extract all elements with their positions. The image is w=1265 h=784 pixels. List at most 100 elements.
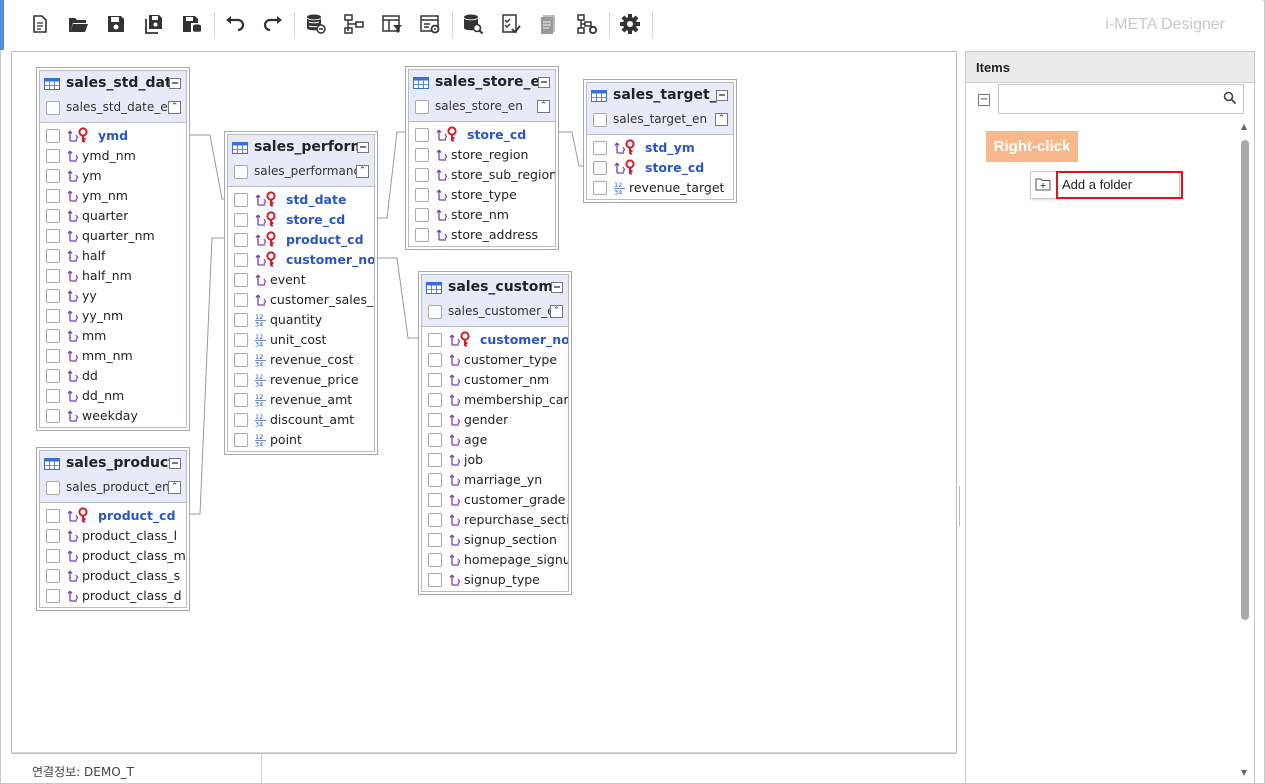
collapse-columns-icon[interactable]: ⌃ bbox=[715, 113, 728, 126]
scroll-thumb[interactable] bbox=[1241, 140, 1249, 620]
column-row[interactable]: half bbox=[40, 246, 186, 266]
column-checkbox[interactable] bbox=[234, 213, 248, 227]
table-view-toggle-icon[interactable] bbox=[538, 77, 550, 88]
column-row[interactable]: product_class_m bbox=[40, 546, 186, 566]
column-checkbox[interactable] bbox=[46, 509, 60, 523]
column-row[interactable]: yy bbox=[40, 286, 186, 306]
table-view-toggle-icon[interactable] bbox=[357, 142, 369, 153]
collapse-columns-icon[interactable]: ⌃ bbox=[537, 100, 550, 113]
table-select-checkbox[interactable] bbox=[428, 305, 442, 319]
items-search-input[interactable] bbox=[998, 84, 1244, 114]
column-row[interactable]: product_class_s bbox=[40, 566, 186, 586]
column-checkbox[interactable] bbox=[46, 569, 60, 583]
column-checkbox[interactable] bbox=[46, 189, 60, 203]
document-icon[interactable] bbox=[537, 12, 561, 36]
table-view-toggle-icon[interactable] bbox=[551, 282, 563, 293]
column-row[interactable]: event bbox=[228, 270, 374, 290]
panel-splitter[interactable] bbox=[958, 486, 963, 526]
column-checkbox[interactable] bbox=[46, 329, 60, 343]
column-checkbox[interactable] bbox=[234, 233, 248, 247]
table-select-checkbox[interactable] bbox=[415, 100, 429, 114]
column-row[interactable]: age bbox=[422, 430, 568, 450]
column-row[interactable]: homepage_signup bbox=[422, 550, 568, 570]
save-all-icon[interactable] bbox=[142, 12, 166, 36]
column-checkbox[interactable] bbox=[428, 453, 442, 467]
column-row[interactable]: half_nm bbox=[40, 266, 186, 286]
column-checkbox[interactable] bbox=[46, 229, 60, 243]
column-checkbox[interactable] bbox=[46, 149, 60, 163]
column-checkbox[interactable] bbox=[428, 433, 442, 447]
column-row[interactable]: store_region bbox=[409, 145, 555, 165]
column-checkbox[interactable] bbox=[428, 473, 442, 487]
open-folder-icon[interactable] bbox=[66, 12, 90, 36]
column-checkbox[interactable] bbox=[46, 249, 60, 263]
column-row[interactable]: mm bbox=[40, 326, 186, 346]
hierarchy-icon[interactable] bbox=[342, 12, 366, 36]
db-connect-icon[interactable] bbox=[304, 12, 328, 36]
column-row[interactable]: job bbox=[422, 450, 568, 470]
scroll-up-icon[interactable]: ▲ bbox=[1241, 122, 1248, 131]
table-select-checkbox[interactable] bbox=[46, 101, 60, 115]
column-checkbox[interactable] bbox=[428, 353, 442, 367]
column-row[interactable]: product_cd bbox=[228, 230, 374, 250]
column-row[interactable]: customer_type bbox=[422, 350, 568, 370]
column-checkbox[interactable] bbox=[234, 273, 248, 287]
column-row[interactable]: customer_no bbox=[228, 250, 374, 270]
undo-icon[interactable] bbox=[223, 12, 247, 36]
column-checkbox[interactable] bbox=[46, 549, 60, 563]
tree-settings-icon[interactable] bbox=[575, 12, 599, 36]
table-filter-icon[interactable] bbox=[380, 12, 404, 36]
column-row[interactable]: dd bbox=[40, 366, 186, 386]
scroll-down-icon[interactable]: ▼ bbox=[1241, 768, 1248, 777]
column-row[interactable]: std_date bbox=[228, 190, 374, 210]
column-row[interactable]: ym_nm bbox=[40, 186, 186, 206]
collapse-all-icon[interactable]: − bbox=[978, 94, 990, 106]
column-checkbox[interactable] bbox=[234, 373, 248, 387]
table-select-checkbox[interactable] bbox=[46, 481, 60, 495]
column-checkbox[interactable] bbox=[415, 208, 429, 222]
column-row[interactable]: quarter bbox=[40, 206, 186, 226]
table-select-checkbox[interactable] bbox=[234, 165, 248, 179]
column-row[interactable]: store_type bbox=[409, 185, 555, 205]
collapse-columns-icon[interactable]: ⌃ bbox=[168, 481, 181, 494]
column-row[interactable]: customer_sales_ti bbox=[228, 290, 374, 310]
column-checkbox[interactable] bbox=[234, 253, 248, 267]
collapse-columns-icon[interactable]: ⌃ bbox=[356, 165, 369, 178]
column-row[interactable]: ymd bbox=[40, 126, 186, 146]
column-checkbox[interactable] bbox=[46, 369, 60, 383]
column-checkbox[interactable] bbox=[46, 289, 60, 303]
column-checkbox[interactable] bbox=[46, 269, 60, 283]
column-checkbox[interactable] bbox=[428, 413, 442, 427]
column-checkbox[interactable] bbox=[415, 128, 429, 142]
column-checkbox[interactable] bbox=[234, 313, 248, 327]
column-checkbox[interactable] bbox=[46, 129, 60, 143]
collapse-columns-icon[interactable]: ⌃ bbox=[550, 305, 563, 318]
column-checkbox[interactable] bbox=[593, 181, 607, 195]
column-row[interactable]: store_sub_region bbox=[409, 165, 555, 185]
column-row[interactable]: dd_nm bbox=[40, 386, 186, 406]
column-checkbox[interactable] bbox=[46, 309, 60, 323]
column-row[interactable]: weekday bbox=[40, 406, 186, 426]
column-row[interactable]: store_cd bbox=[409, 125, 555, 145]
column-row[interactable]: marriage_yn bbox=[422, 470, 568, 490]
table-view-toggle-icon[interactable] bbox=[716, 90, 728, 101]
column-checkbox[interactable] bbox=[234, 393, 248, 407]
table-settings-icon[interactable] bbox=[418, 12, 442, 36]
column-row[interactable]: store_nm bbox=[409, 205, 555, 225]
column-row[interactable]: signup_type bbox=[422, 570, 568, 590]
items-scrollbar[interactable]: ▲ ▼ bbox=[1239, 122, 1251, 777]
checklist-icon[interactable] bbox=[499, 12, 523, 36]
column-row[interactable]: store_address bbox=[409, 225, 555, 245]
